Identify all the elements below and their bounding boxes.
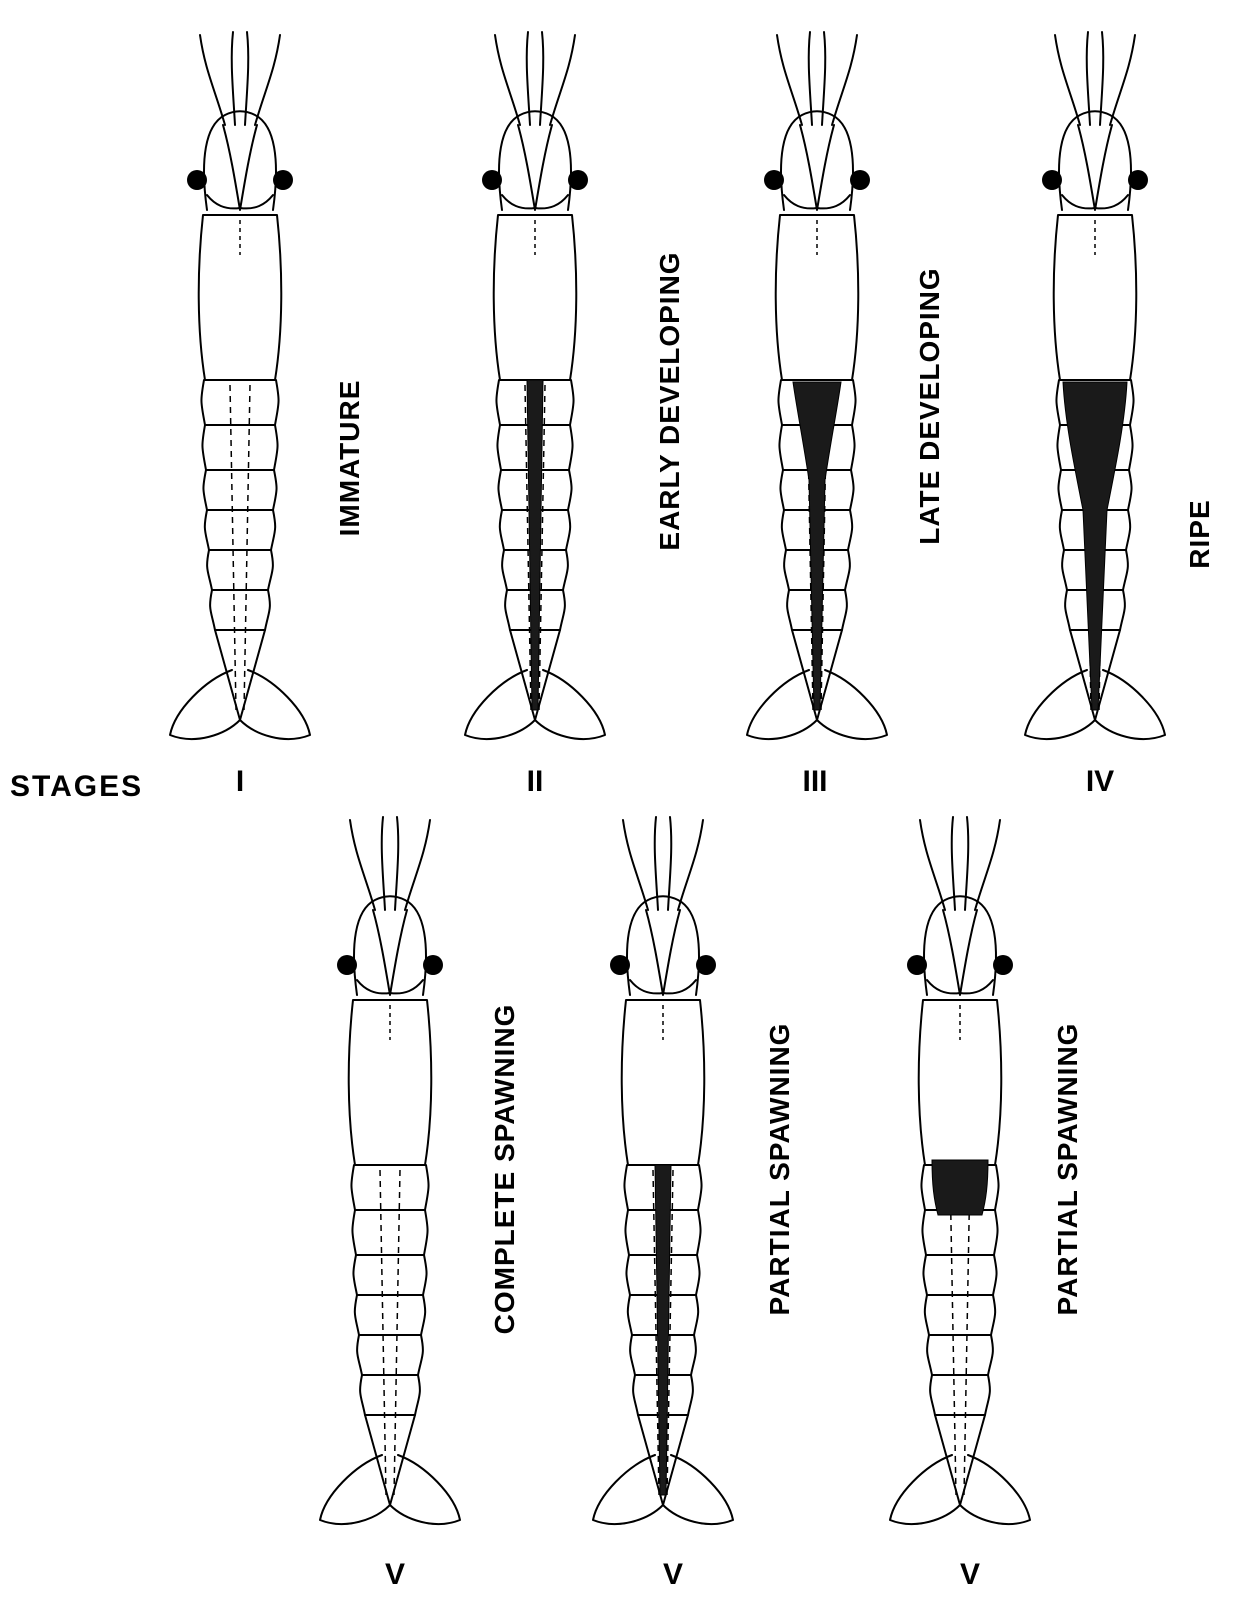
gonad-stipple: [1063, 382, 1127, 710]
shrimp-drawing-1: [145, 30, 335, 750]
head-outline: [627, 896, 699, 995]
eye-icon: [482, 170, 502, 190]
specimen-3-stage: III: [775, 765, 855, 799]
eye-icon: [187, 170, 207, 190]
abdominal-segment: [923, 1255, 996, 1295]
shrimp-drawing-2: [440, 30, 630, 750]
abdominal-segment: [202, 425, 277, 470]
abdominal-segment: [357, 1335, 423, 1375]
abdominal-segment: [930, 1375, 990, 1415]
shrimp-drawing-4: [1000, 30, 1190, 750]
head-outline: [781, 111, 853, 210]
antenna: [920, 820, 945, 910]
antenna: [200, 35, 225, 125]
rostrum: [1078, 125, 1112, 210]
rostrum: [800, 125, 834, 210]
eye-icon: [423, 955, 443, 975]
eye-icon: [568, 170, 588, 190]
abdominal-segment: [925, 1295, 995, 1335]
specimen-6-stage: V: [633, 1558, 713, 1592]
antenna: [623, 820, 648, 910]
specimen-4-label: RIPE: [1184, 494, 1216, 574]
abdominal-segment: [360, 1375, 420, 1415]
specimen-3-label: LATE DEVELOPING: [914, 256, 946, 556]
rostrum: [943, 910, 977, 995]
eye-icon: [273, 170, 293, 190]
abdominal-segment: [201, 380, 278, 425]
antenna: [777, 35, 802, 125]
head-outline: [354, 896, 426, 995]
specimen-1-label: IMMATURE: [334, 358, 366, 558]
antenna: [255, 35, 280, 125]
abdominal-segment: [207, 550, 273, 590]
gonad-outline: [380, 1170, 386, 1495]
gonad-outline: [230, 385, 236, 710]
specimen-5-stage: V: [355, 1558, 435, 1592]
eye-icon: [696, 955, 716, 975]
specimen-4-stage: IV: [1060, 765, 1140, 799]
antenna: [495, 35, 520, 125]
specimen-7-label: PARTIAL SPAWNING: [1052, 1009, 1084, 1329]
antenna: [1110, 35, 1135, 125]
abdominal-segment: [927, 1335, 993, 1375]
gonad-outline: [394, 1170, 400, 1495]
eye-icon: [1042, 170, 1062, 190]
antenna: [832, 35, 857, 125]
gonad-outline: [950, 1170, 956, 1495]
abdominal-segment: [351, 1165, 428, 1210]
antenna: [550, 35, 575, 125]
gonad-outline: [244, 385, 250, 710]
abdominal-segment: [210, 590, 270, 630]
eye-icon: [907, 955, 927, 975]
eye-icon: [993, 955, 1013, 975]
shrimp-drawing-3: [722, 30, 912, 750]
abdominal-segment: [353, 1255, 426, 1295]
specimen-2-label: EARLY DEVELOPING: [654, 241, 686, 561]
eye-icon: [764, 170, 784, 190]
antenna: [1055, 35, 1080, 125]
abdominal-segment: [352, 1210, 427, 1255]
shrimp-drawing-6: [568, 815, 758, 1535]
head-outline: [499, 111, 571, 210]
gonad-stipple: [932, 1160, 988, 1215]
rostrum: [646, 910, 680, 995]
eye-icon: [1128, 170, 1148, 190]
specimen-1-stage: I: [200, 765, 280, 799]
abdominal-segment: [355, 1295, 425, 1335]
antenna: [678, 820, 703, 910]
gonad-outline: [964, 1170, 970, 1495]
stages-label: STAGES: [10, 770, 143, 804]
abdominal-segment: [205, 510, 275, 550]
specimen-2-stage: II: [495, 765, 575, 799]
head-outline: [1059, 111, 1131, 210]
specimen-7-stage: V: [930, 1558, 1010, 1592]
shrimp-drawing-5: [295, 815, 485, 1535]
rostrum: [223, 125, 257, 210]
abdominal-segment: [203, 470, 276, 510]
abdominal-segment: [922, 1210, 997, 1255]
eye-icon: [850, 170, 870, 190]
eye-icon: [337, 955, 357, 975]
shrimp-drawing-7: [865, 815, 1055, 1535]
specimen-6-label: PARTIAL SPAWNING: [764, 1009, 796, 1329]
rostrum: [373, 910, 407, 995]
antenna: [975, 820, 1000, 910]
head-outline: [924, 896, 996, 995]
specimen-5-label: COMPLETE SPAWNING: [489, 994, 521, 1344]
antenna: [405, 820, 430, 910]
rostrum: [518, 125, 552, 210]
eye-icon: [610, 955, 630, 975]
head-outline: [204, 111, 276, 210]
antenna: [350, 820, 375, 910]
